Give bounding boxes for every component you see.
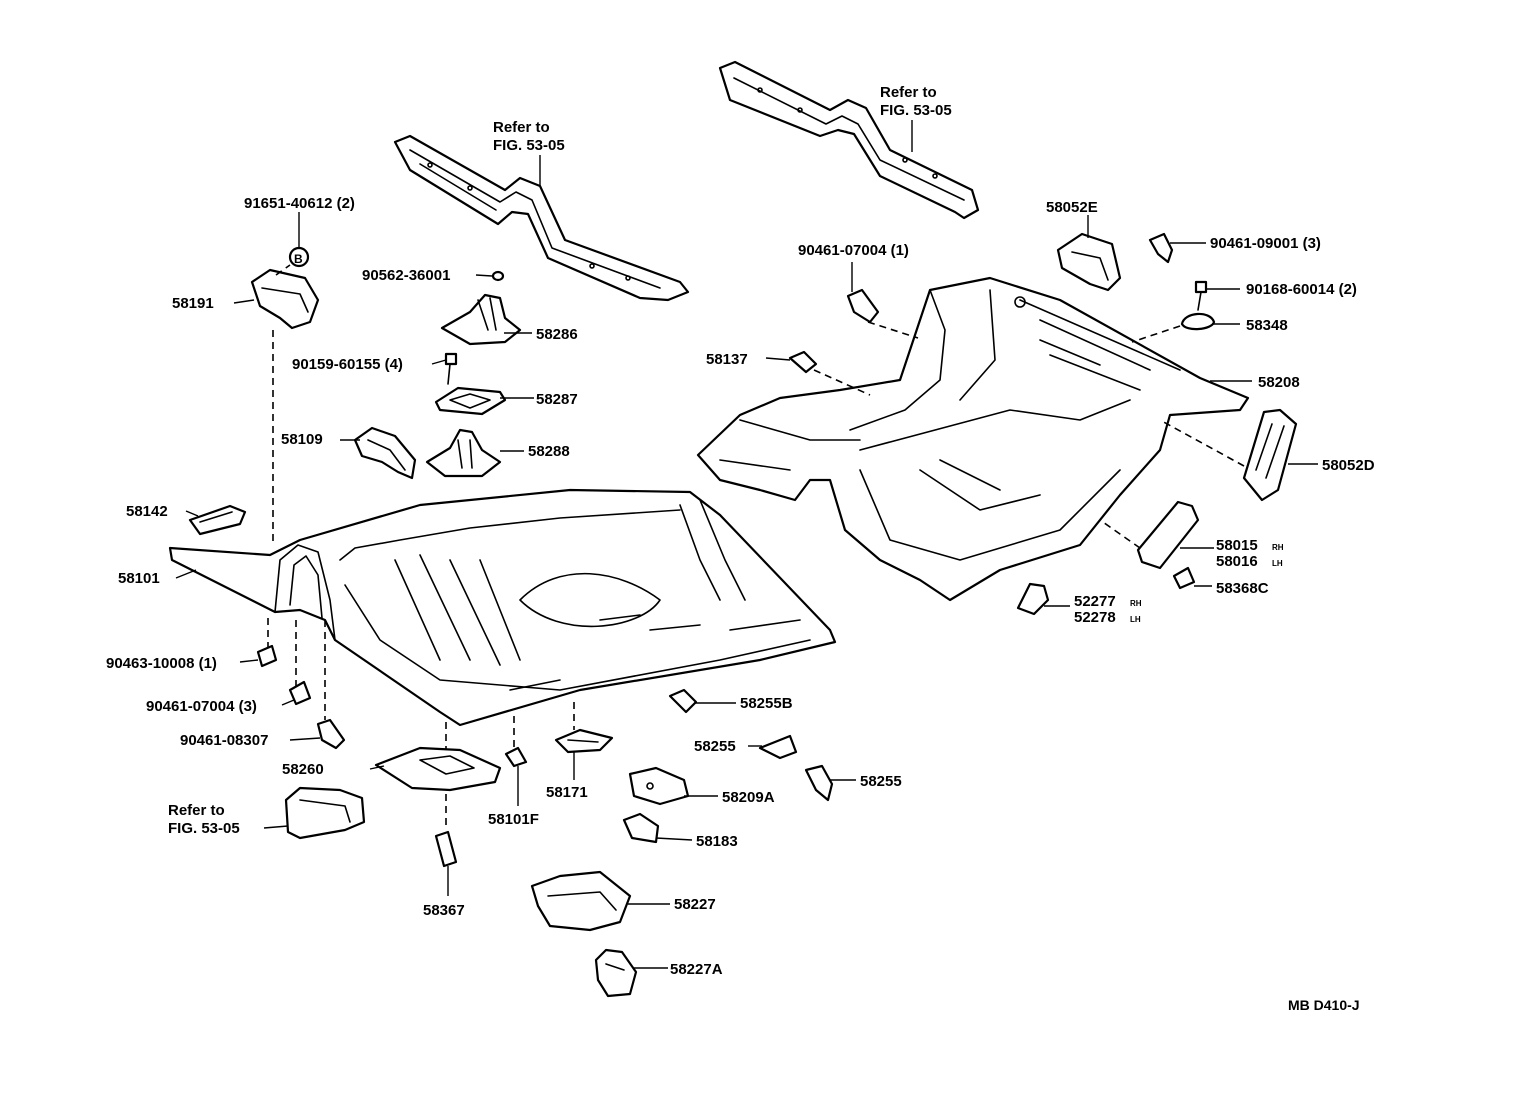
callout-58288: 58288	[528, 443, 570, 460]
callout-58287: 58287	[536, 391, 578, 408]
clip-90461-08307	[316, 718, 346, 750]
callout-58255-right: 58255	[860, 773, 902, 790]
callout-91651: 91651-40612 (2)	[244, 195, 355, 212]
plate-58260	[374, 746, 502, 792]
clip-58368C	[1172, 566, 1196, 590]
ref-label-front-2: FIG. 53-05	[493, 137, 565, 154]
callout-58183: 58183	[696, 833, 738, 850]
crossmember-rear	[718, 60, 980, 220]
bracket-58052D	[1242, 408, 1298, 502]
callout-58348: 58348	[1246, 317, 1288, 334]
callout-58209A: 58209A	[722, 789, 775, 806]
callout-58015: 58015	[1216, 537, 1258, 554]
crossmember-front	[393, 134, 690, 302]
ref-label-shield-2: FIG. 53-05	[168, 820, 240, 837]
callout-58052E: 58052E	[1046, 199, 1098, 216]
callout-52278-side: LH	[1130, 615, 1141, 624]
callout-58101: 58101	[118, 570, 160, 587]
callout-52277: 52277	[1074, 593, 1116, 610]
bracket-58109	[353, 426, 417, 480]
clip-90461-3	[288, 680, 312, 706]
clip-90461-1	[846, 288, 880, 324]
callout-58016-side: LH	[1272, 559, 1283, 568]
diagram-id: MB D410-J	[1288, 997, 1360, 1013]
clip-58101F	[504, 746, 528, 768]
callout-58367: 58367	[423, 902, 465, 919]
nut-90562	[491, 270, 505, 282]
boot-58288	[425, 428, 502, 478]
callout-58227A: 58227A	[670, 961, 723, 978]
callout-58052D: 58052D	[1322, 457, 1375, 474]
callout-58208: 58208	[1258, 374, 1300, 391]
clip-58255B	[668, 688, 698, 714]
callout-58191: 58191	[172, 295, 214, 312]
bolt-90168	[1194, 280, 1208, 311]
callout-58016: 58016	[1216, 553, 1258, 570]
callout-90562: 90562-36001	[362, 267, 450, 284]
plate-58287	[434, 386, 507, 416]
callout-58255-left: 58255	[694, 738, 736, 755]
boot-58286	[440, 293, 522, 346]
callout-58142: 58142	[126, 503, 168, 520]
callout-52277-side: RH	[1130, 599, 1142, 608]
callout-labels: 91651-40612 (2) 58191 90562-36001 58286 …	[106, 195, 1375, 1013]
ref-label-rear-1: Refer to	[880, 84, 937, 101]
callout-90461-3: 90461-07004 (3)	[146, 698, 257, 715]
callout-90461-08307: 90461-08307	[180, 732, 268, 749]
clip-90461-09001	[1148, 232, 1174, 264]
callout-58015-side: RH	[1272, 543, 1284, 552]
callout-90461-1: 90461-07004 (1)	[798, 242, 909, 259]
front-floor-pan	[168, 488, 837, 727]
plate-58015	[1136, 500, 1200, 570]
callout-58286: 58286	[536, 326, 578, 343]
callout-90159: 90159-60155 (4)	[292, 356, 403, 373]
callout-58137: 58137	[706, 351, 748, 368]
callout-90461-09001: 90461-09001 (3)	[1210, 235, 1321, 252]
callout-58227: 58227	[674, 896, 716, 913]
heat-shield-left	[284, 786, 366, 840]
bolt-90159	[444, 352, 458, 385]
ref-label-rear-2: FIG. 53-05	[880, 102, 952, 119]
leader-lines	[175, 212, 1318, 969]
callout-58171: 58171	[546, 784, 588, 801]
ref-label-shield-1: Refer to	[168, 802, 225, 819]
pad-58171	[554, 728, 614, 754]
ref-label-front-1: Refer to	[493, 119, 550, 136]
ref-circle-b-letter: B	[294, 252, 303, 266]
bracket-58209A	[628, 766, 690, 806]
bracket-52277	[1016, 582, 1050, 616]
callout-58109: 58109	[281, 431, 323, 448]
callout-58260: 58260	[282, 761, 324, 778]
cap-58348	[1180, 312, 1216, 331]
callout-90168: 90168-60014 (2)	[1246, 281, 1357, 298]
bracket-58183	[622, 812, 660, 844]
callout-58101F: 58101F	[488, 811, 539, 828]
bracket-58255-right	[804, 764, 834, 802]
callout-52278: 52278	[1074, 609, 1116, 626]
bracket-58142	[188, 504, 247, 536]
clip-58367	[434, 830, 458, 868]
callout-90463: 90463-10008 (1)	[106, 655, 217, 672]
rear-floor-pan	[696, 276, 1250, 602]
callout-58255B: 58255B	[740, 695, 793, 712]
callout-58368C: 58368C	[1216, 580, 1269, 597]
clip-58137	[788, 350, 818, 374]
clip-90463	[256, 644, 278, 668]
bracket-58227A	[594, 948, 638, 998]
bracket-58255-left	[758, 734, 798, 760]
cover-58227	[530, 870, 632, 932]
bracket-58052E	[1056, 232, 1122, 292]
bracket-58191	[250, 268, 320, 330]
